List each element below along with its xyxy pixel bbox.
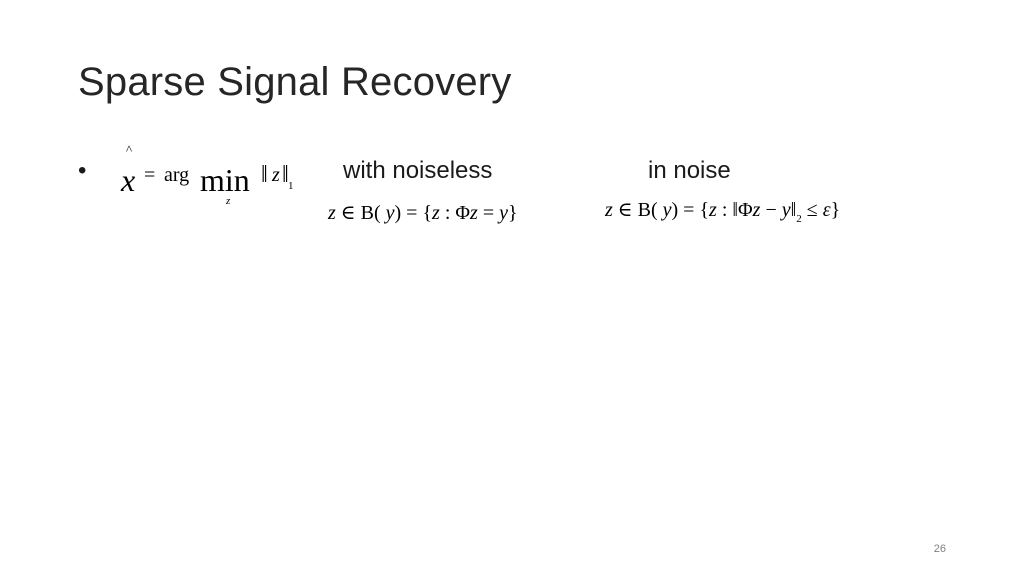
label-noise: in noise [648,157,731,184]
formula-hat: ^ [126,142,133,157]
cz-subscript: 2 [796,213,802,225]
cn-close-brace: } [508,202,518,224]
cn-colon-phi: : Φ [439,202,471,224]
cz-norm-close: ‖ [790,199,797,221]
formula-min-subscript: z [226,195,231,207]
formula-norm-var: z [272,164,280,186]
formula-min: min [200,162,250,198]
cn-z2: z [432,202,440,224]
cz-y2: y [781,199,791,221]
formula-x: x [121,162,136,198]
cz-z: z [605,199,613,221]
label-noiseless: with noiseless [343,157,493,184]
cn-close-eq: ) = { [394,202,433,224]
cz-in-b: ∈ B( [612,199,658,221]
cn-y: y [380,202,395,224]
l1-minimization-formula: ^ x = arg min z ‖ z ‖ 1 [118,140,308,210]
cn-z: z [328,202,336,224]
cz-le: ≤ [801,199,823,221]
formula-norm-subscript: 1 [288,180,294,192]
cz-z3: z [752,199,761,221]
cz-close-eq: ) = { [671,199,710,221]
cz-z2: z [709,199,717,221]
constraint-noise: z ∈ B( y) = {z : ‖Φz − y‖2 ≤ ε} [605,197,840,225]
cz-close-brace: } [830,199,841,221]
page-number: 26 [933,543,946,555]
cn-in-b: ∈ B( [335,202,381,224]
formula-arg: arg [164,164,190,186]
cz-colon-norm: : ‖Φ [716,199,753,221]
cn-z3: z [470,202,478,224]
formula-norm-right: ‖ [282,162,289,188]
cz-eps: ε [822,199,831,221]
formula-norm-left: ‖ [261,162,268,188]
formula-equals: = [144,164,156,186]
cn-eq: = [477,202,500,224]
cn-y2: y [499,202,508,224]
cz-minus: − [760,199,782,221]
cz-y: y [657,199,672,221]
constraint-noiseless: z ∈ B( y) = {z : Φz = y} [328,200,518,225]
slide-title: Sparse Signal Recovery [78,60,512,104]
bullet-marker: • [78,157,87,184]
